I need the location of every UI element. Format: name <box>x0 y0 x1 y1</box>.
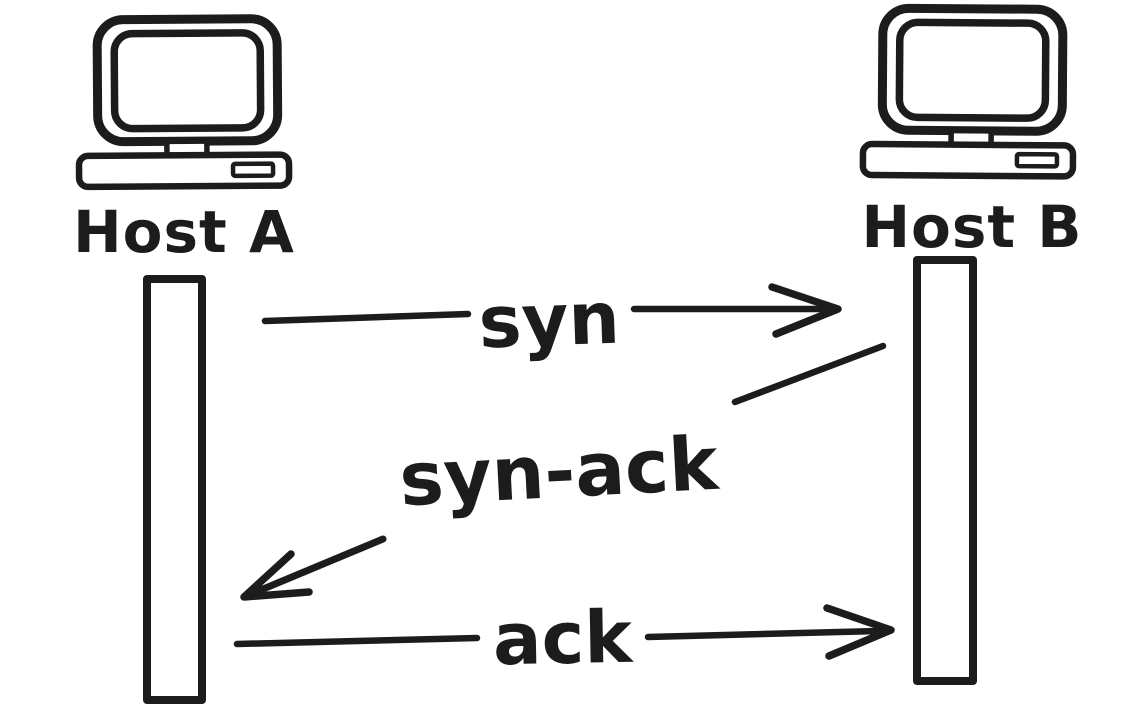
syn-arrow-line-left <box>261 310 472 325</box>
ack-arrowhead-icon <box>823 604 895 660</box>
ack-arrow <box>233 604 895 660</box>
ack-arrow-line-right <box>644 627 882 641</box>
ack-arrow-label: ack <box>492 595 635 681</box>
syn-arrow-label: syn <box>477 276 621 365</box>
syn-ack-arrow-line-lower <box>240 535 387 601</box>
host-a-lifeline <box>143 275 206 704</box>
syn-arrow <box>261 283 842 338</box>
host-b-lifeline <box>913 256 977 685</box>
syn-ack-arrow <box>240 342 887 601</box>
host-b-label: Host B <box>861 193 1082 261</box>
host-a-computer-icon <box>78 19 289 187</box>
host-b-computer-icon <box>863 8 1074 176</box>
syn-ack-arrow-line-upper <box>731 342 887 406</box>
syn-ack-arrow-label: syn-ack <box>397 421 722 524</box>
syn-ack-arrowhead-icon <box>240 550 313 601</box>
syn-arrowhead-icon <box>768 283 842 338</box>
ack-arrow-line-left <box>233 634 481 648</box>
host-a-label: Host A <box>73 198 295 266</box>
